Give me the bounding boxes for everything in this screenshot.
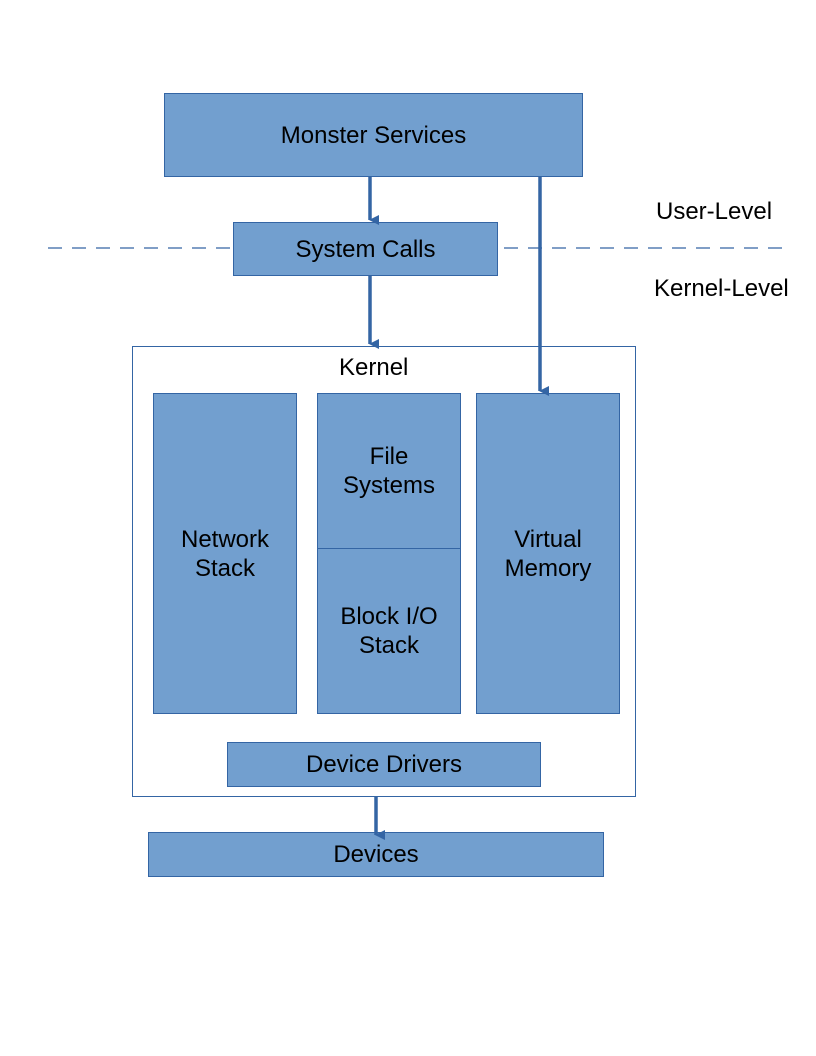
system-calls-label: System Calls — [295, 235, 436, 263]
block-io-stack-label-line1: Block I/O — [340, 603, 438, 630]
monster-services-label: Monster Services — [280, 121, 467, 149]
user-level-label: User-Level — [656, 198, 773, 225]
virtual-memory-label-line2: Memory — [504, 554, 592, 582]
network-stack-box: Network Stack — [153, 393, 297, 714]
virtual-memory-label-line1: Virtual — [514, 525, 582, 553]
file-systems-box: File Systems — [317, 393, 461, 549]
block-io-stack-box: Block I/O Stack — [317, 548, 461, 714]
devices-label: Devices — [333, 841, 419, 868]
network-stack-label-line1: Network — [180, 525, 270, 553]
file-systems-label-line2: Systems — [342, 472, 435, 499]
block-io-stack-label-line2: Stack — [358, 632, 419, 659]
device-drivers-label: Device Drivers — [305, 751, 463, 778]
virtual-memory-box: Virtual Memory — [476, 393, 620, 714]
file-systems-label-line1: File — [369, 443, 409, 470]
system-calls-box: System Calls — [233, 222, 498, 276]
monster-services-box: Monster Services — [164, 93, 583, 177]
kernel-level-label: Kernel-Level — [654, 275, 789, 302]
device-drivers-box: Device Drivers — [227, 742, 541, 787]
kernel-title: Kernel — [339, 354, 409, 381]
network-stack-label-line2: Stack — [194, 554, 256, 582]
